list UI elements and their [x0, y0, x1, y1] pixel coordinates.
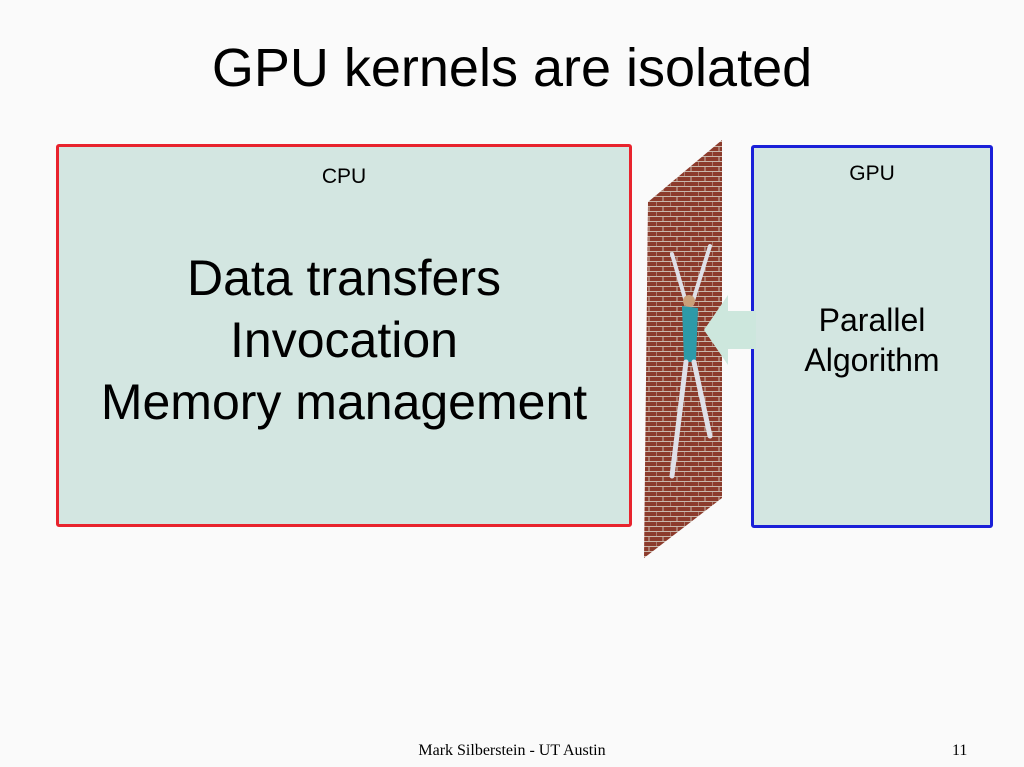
- slide-title: GPU kernels are isolated: [211, 38, 813, 98]
- brick-wall-icon: [644, 140, 722, 558]
- gpu-box: GPU Parallel Algorithm: [751, 145, 993, 528]
- cpu-label: CPU: [321, 165, 367, 188]
- gpu-line-algorithm: Algorithm: [804, 342, 940, 378]
- cpu-box: CPU Data transfers Invocation Memory man…: [56, 144, 632, 527]
- cpu-line-invocation: Invocation: [230, 312, 458, 368]
- brick-wall-face: [644, 140, 722, 558]
- person-hitting-wall-icon: [669, 244, 713, 479]
- page-number: 11: [952, 742, 968, 759]
- cpu-responsibilities: Data transfers Invocation Memory managem…: [59, 247, 629, 433]
- cpu-line-data-transfers: Data transfers: [186, 250, 501, 306]
- gpu-algorithm-text: Parallel Algorithm: [754, 300, 990, 380]
- gpu-line-parallel: Parallel: [818, 302, 926, 338]
- footer-author: Mark Silberstein - UT Austin: [418, 742, 606, 759]
- gpu-label: GPU: [849, 162, 895, 185]
- left-arrow-icon: [704, 295, 756, 365]
- cpu-line-memory-management: Memory management: [100, 374, 588, 430]
